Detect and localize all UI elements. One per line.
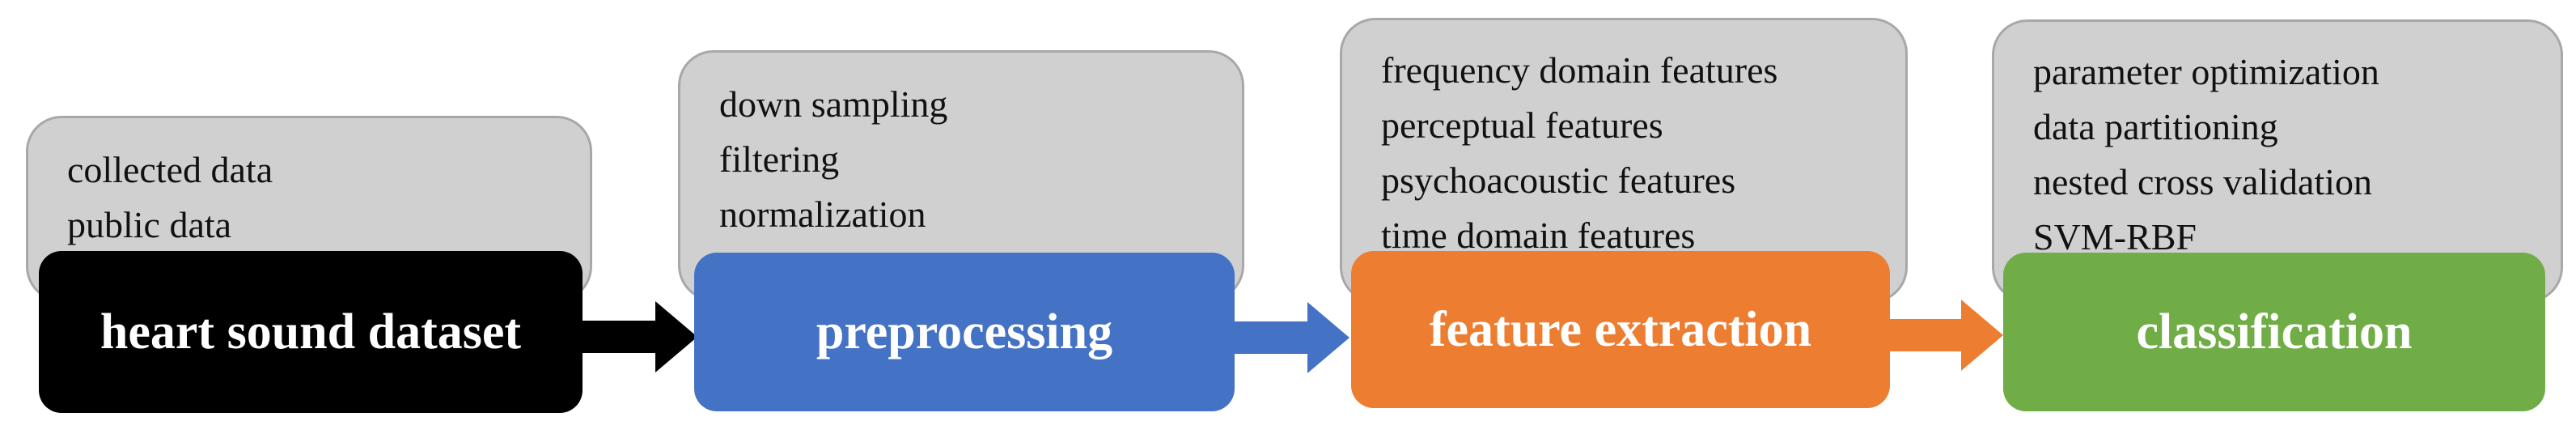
- note-feature-extraction-line-4: time domain features: [1381, 215, 1696, 256]
- note-preprocessing-line-3: normalization: [719, 194, 926, 235]
- note-classification-line-3: nested cross validation: [2033, 161, 2373, 202]
- arrow-dataset-to-preprocessing: [581, 301, 697, 372]
- note-dataset-line-1: collected data: [67, 149, 273, 190]
- note-classification-line-1: parameter optimization: [2033, 51, 2379, 92]
- note-preprocessing-line-2: filtering: [719, 138, 840, 180]
- arrow-feature-extraction-to-classification: [1888, 300, 2003, 371]
- arrow-preprocessing-to-feature-extraction: [1233, 302, 1349, 373]
- note-classification-line-2: data partitioning: [2033, 106, 2278, 147]
- stage-feature-extraction: feature extraction: [1351, 251, 1890, 408]
- stage-classification: classification: [2003, 253, 2545, 411]
- note-classification-line-4: SVM-RBF: [2033, 216, 2197, 257]
- note-feature-extraction-line-2: perceptual features: [1381, 104, 1663, 146]
- note-feature-extraction-line-1: frequency domain features: [1381, 49, 1778, 91]
- note-preprocessing-line-1: down sampling: [719, 83, 948, 125]
- stage-preprocessing: preprocessing: [694, 253, 1235, 411]
- note-dataset-line-2: public data: [67, 204, 232, 245]
- note-feature-extraction-line-3: psychoacoustic features: [1381, 160, 1736, 201]
- stage-heart-sound-dataset: heart sound dataset: [39, 251, 583, 413]
